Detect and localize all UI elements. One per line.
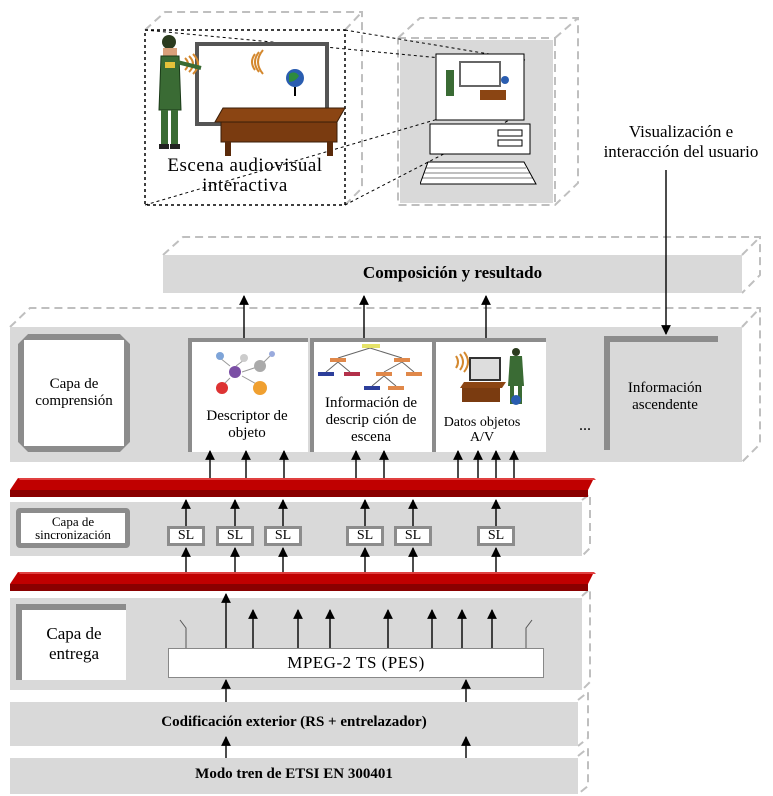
user-label-line1: Visualización e bbox=[628, 122, 734, 141]
sl-box-4: SL bbox=[346, 526, 384, 546]
sl-box-1: SL bbox=[167, 526, 205, 546]
upstream-block bbox=[604, 336, 718, 450]
sync-label-box bbox=[16, 508, 130, 548]
compression-label: Capa de comprensión bbox=[35, 376, 113, 410]
scene-info-label: Información de descrip ción de escena bbox=[324, 395, 418, 445]
delivery-label: Capa de entrega bbox=[46, 624, 102, 664]
sl-label-3: SL bbox=[274, 528, 292, 543]
red-bus-bottom bbox=[10, 572, 596, 591]
computer-illustration bbox=[420, 53, 537, 185]
scene-illustration bbox=[158, 35, 345, 156]
scene-box-frame bbox=[144, 11, 363, 206]
sl-label-6: SL bbox=[487, 528, 505, 543]
upstream-label: Información ascendente bbox=[627, 380, 703, 414]
train-mode-label: Modo tren de ETSI EN 300401 bbox=[195, 766, 393, 782]
compression-frame bbox=[9, 307, 761, 463]
scene-label: Escena audiovisual interactiva bbox=[167, 155, 323, 196]
av-monitor bbox=[469, 357, 501, 381]
desk bbox=[214, 107, 345, 123]
user-interaction-label: Visualización e interacción del usuario bbox=[586, 122, 773, 163]
bottom-frames bbox=[577, 689, 589, 795]
sync-frame bbox=[581, 492, 591, 557]
sl-label-4: SL bbox=[356, 528, 374, 543]
descriptor-block bbox=[188, 338, 308, 452]
sl-label-5: SL bbox=[404, 528, 422, 543]
sl-label-1: SL bbox=[177, 528, 195, 543]
composition-label: Composición y resultado bbox=[362, 263, 543, 282]
delivery-label-box bbox=[16, 604, 126, 680]
sl-box-5: SL bbox=[394, 526, 432, 546]
ellipsis: ... bbox=[579, 417, 591, 434]
av-objects-icon bbox=[455, 348, 524, 405]
user-label-line2: interacción del usuario bbox=[603, 142, 759, 162]
sl-box-3: SL bbox=[264, 526, 302, 546]
outer-coding-label: Codificación exterior (RS + entrelazador… bbox=[161, 714, 427, 730]
red-bus-top bbox=[10, 478, 596, 497]
descriptor-label: Descriptor de objeto bbox=[206, 408, 288, 442]
sync-label: Capa de sincronización bbox=[35, 514, 111, 542]
sound-wave-icon-2 bbox=[251, 49, 264, 75]
sl-label-2: SL bbox=[226, 528, 244, 543]
sl-box-2: SL bbox=[216, 526, 254, 546]
av-data-label: Datos objetos A/V bbox=[443, 415, 521, 445]
presenter-figure bbox=[158, 35, 202, 149]
composition-slab bbox=[163, 255, 742, 293]
outer-coding-slab bbox=[10, 702, 578, 746]
mpeg-ts-box bbox=[168, 648, 544, 678]
composition-frame bbox=[162, 236, 761, 294]
mpeg-ts-label: MPEG-2 TS (PES) bbox=[287, 653, 425, 672]
sl-box-6: SL bbox=[477, 526, 515, 546]
train-mode-slab bbox=[10, 758, 578, 794]
scene-tree-icon bbox=[318, 344, 422, 390]
scene-info-block bbox=[310, 338, 432, 452]
delivery-frame bbox=[581, 586, 591, 691]
av-figure bbox=[508, 348, 524, 404]
object-graph-icon bbox=[216, 351, 275, 395]
computer-box-frame bbox=[397, 17, 579, 206]
